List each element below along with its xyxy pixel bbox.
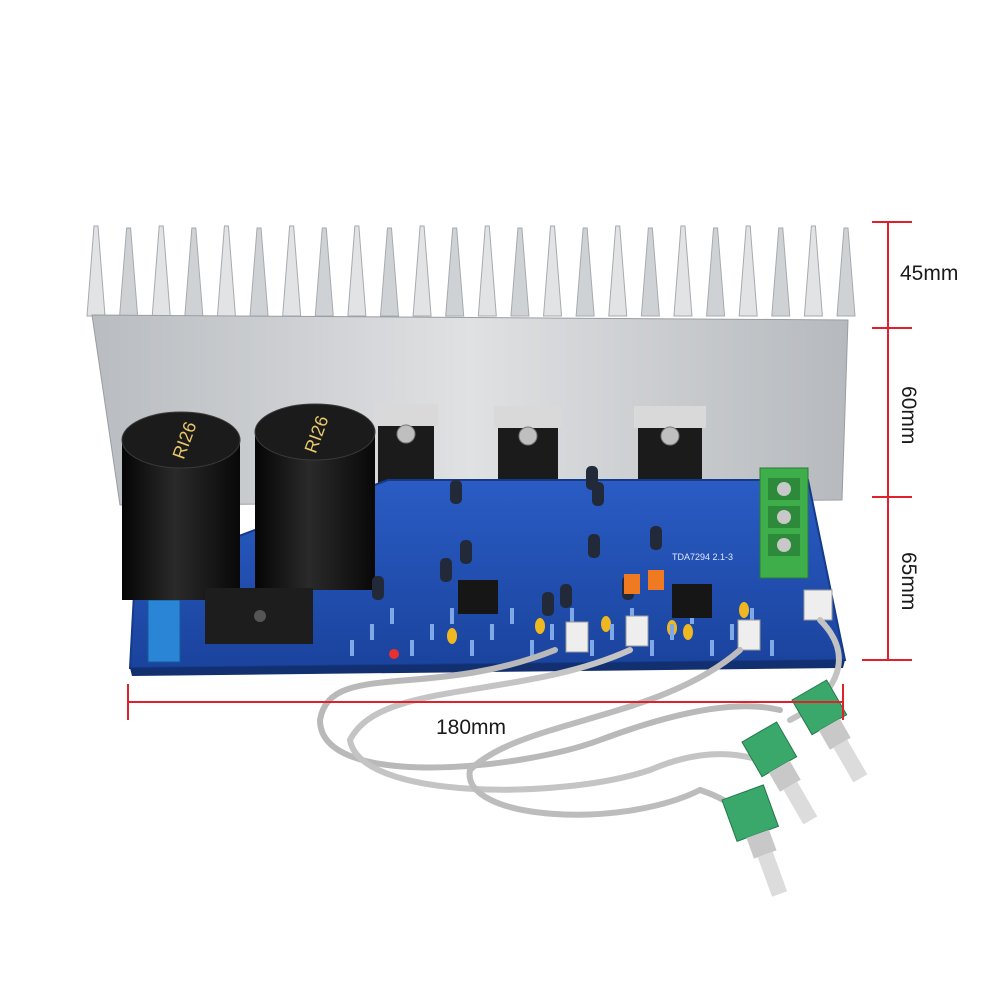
heatsink-fin — [542, 225, 563, 317]
heatsink-fin — [314, 227, 334, 317]
electrolytic-capacitor — [372, 576, 384, 600]
electrolytic-capacitor — [592, 482, 604, 506]
resistor — [450, 608, 454, 624]
resistor — [710, 640, 714, 656]
electrolytic-capacitor — [588, 534, 600, 558]
small-components — [350, 466, 774, 659]
heatsink-fin — [445, 227, 465, 317]
heatsink-fin — [249, 227, 269, 317]
dimension-label-60mm: 60mm — [897, 386, 920, 445]
heatsink-fin — [347, 225, 367, 317]
resistor — [470, 640, 474, 656]
filter-capacitors — [121, 403, 376, 600]
resistor — [610, 624, 614, 640]
electrolytic-capacitor — [460, 540, 472, 564]
electrolytic-capacitor — [542, 592, 554, 616]
heatsink-fin — [836, 227, 856, 317]
resistor — [490, 624, 494, 640]
heatsink-fin — [575, 227, 595, 317]
potentiometers — [721, 679, 868, 897]
ceramic-capacitor — [601, 616, 611, 632]
heatsink-fin — [412, 225, 432, 317]
resistor — [410, 640, 414, 656]
resistor — [650, 640, 654, 656]
op-amp-chips — [458, 580, 712, 618]
electrolytic-capacitor — [650, 526, 662, 550]
resistor — [730, 624, 734, 640]
heatsink-fin — [151, 225, 171, 317]
resistor — [570, 608, 574, 624]
film-capacitor — [624, 574, 640, 594]
ceramic-capacitor — [683, 624, 693, 640]
heatsink-fin — [477, 225, 497, 317]
heatsink-fin — [510, 227, 530, 317]
resistor — [510, 608, 514, 624]
resistor — [370, 624, 374, 640]
ceramic-capacitor — [447, 628, 457, 644]
heatsink-fin — [282, 225, 302, 317]
heatsink-fin — [216, 225, 236, 317]
heatsink-fin — [771, 227, 791, 317]
heatsink-fin — [640, 227, 660, 317]
dimension-lines — [127, 221, 912, 720]
speaker-terminal-block — [759, 467, 809, 579]
resistor — [390, 608, 394, 624]
heatsink-fin — [119, 227, 139, 317]
heatsink-fin — [379, 227, 400, 317]
power-led — [389, 649, 399, 659]
heatsink-fin — [184, 227, 204, 317]
signal-connectors — [565, 589, 833, 653]
resistor — [350, 640, 354, 656]
ceramic-capacitor — [535, 618, 545, 634]
heatsink-fin — [738, 225, 758, 317]
electrolytic-capacitor — [440, 558, 452, 582]
heatsink-fin — [803, 225, 823, 317]
heatsink-fin — [608, 225, 628, 317]
ceramic-capacitor — [739, 602, 749, 618]
dimension-label-180mm: 180mm — [436, 716, 507, 739]
heatsink-fin — [86, 225, 106, 317]
heatsink-fin — [673, 225, 693, 317]
dimension-label-45mm: 45mm — [900, 262, 959, 285]
film-capacitor — [648, 570, 664, 590]
resistor — [430, 624, 434, 640]
dimension-label-65mm: 65mm — [897, 552, 920, 611]
resistor — [670, 624, 674, 640]
resistor — [750, 608, 754, 624]
resistor — [770, 640, 774, 656]
heatsink-fin — [706, 227, 726, 317]
heatsink-fins — [86, 225, 856, 317]
electrolytic-capacitor — [450, 480, 462, 504]
resistor — [530, 640, 534, 656]
resistor — [590, 640, 594, 656]
board-marking: TDA7294 2.1-3 — [672, 552, 734, 562]
power-terminal-block — [147, 599, 181, 663]
resistor — [550, 624, 554, 640]
electrolytic-capacitor — [560, 584, 572, 608]
